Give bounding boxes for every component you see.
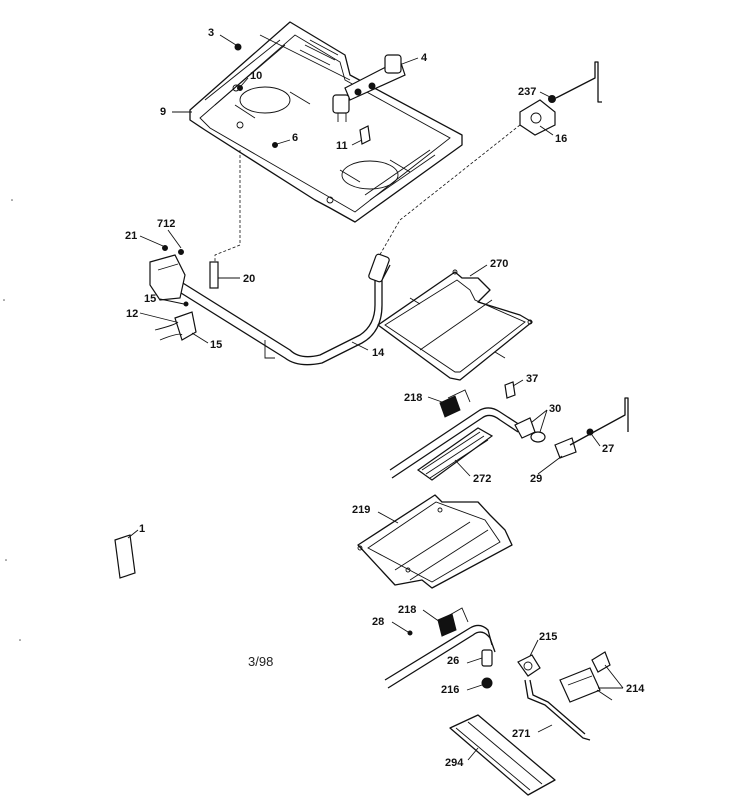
literature-packet — [114, 534, 136, 579]
bottom-bracket — [449, 714, 556, 796]
label-215: 215 — [539, 631, 557, 643]
part-labels: 3 4 10 9 6 11 237 16 712 21 20 270 15 12… — [125, 27, 645, 769]
date-code: 3/98 — [248, 654, 273, 669]
label-12: 12 — [126, 308, 138, 320]
valve-assembly — [149, 245, 197, 341]
label-218-upper: 218 — [404, 392, 422, 404]
label-4: 4 — [421, 52, 428, 64]
label-216: 216 — [441, 684, 459, 696]
broil-burner-assembly — [384, 607, 496, 689]
label-219: 219 — [352, 504, 370, 516]
label-14: 14 — [372, 347, 385, 359]
alignment-line — [214, 150, 241, 270]
label-214: 214 — [626, 683, 645, 695]
label-270: 270 — [490, 258, 508, 270]
label-30: 30 — [549, 403, 561, 415]
clip-part — [359, 125, 371, 145]
label-21: 21 — [125, 230, 137, 242]
label-16: 16 — [555, 133, 567, 145]
label-271: 271 — [512, 728, 530, 740]
label-3: 3 — [208, 27, 214, 39]
burner-box-panel — [189, 21, 463, 223]
ignitor-bracket — [332, 54, 406, 122]
label-37: 37 — [526, 373, 538, 385]
bake-burner-assembly — [389, 381, 629, 481]
screw-parts — [234, 43, 278, 148]
label-15-lower: 15 — [210, 339, 222, 351]
label-29: 29 — [530, 473, 542, 485]
label-218-lower: 218 — [398, 604, 416, 616]
broil-shield — [357, 494, 513, 589]
orifice-holder — [519, 61, 602, 136]
label-272: 272 — [473, 473, 491, 485]
label-28: 28 — [372, 616, 384, 628]
label-11: 11 — [336, 140, 348, 152]
label-26: 26 — [447, 655, 459, 667]
heat-shield-upper — [377, 269, 533, 381]
scan-specks — [3, 199, 21, 641]
label-294: 294 — [445, 757, 464, 769]
label-20: 20 — [243, 273, 255, 285]
label-1: 1 — [139, 523, 145, 535]
label-27: 27 — [602, 443, 614, 455]
label-6: 6 — [292, 132, 298, 144]
manifold-pipe — [164, 253, 391, 366]
alignment-line — [377, 124, 521, 259]
label-712: 712 — [157, 218, 175, 230]
label-15-upper: 15 — [144, 293, 156, 305]
label-10: 10 — [250, 70, 262, 82]
label-9: 9 — [160, 106, 166, 118]
label-237: 237 — [518, 86, 536, 98]
gas-valve-assembly — [517, 651, 613, 741]
leader-lines — [127, 34, 624, 761]
